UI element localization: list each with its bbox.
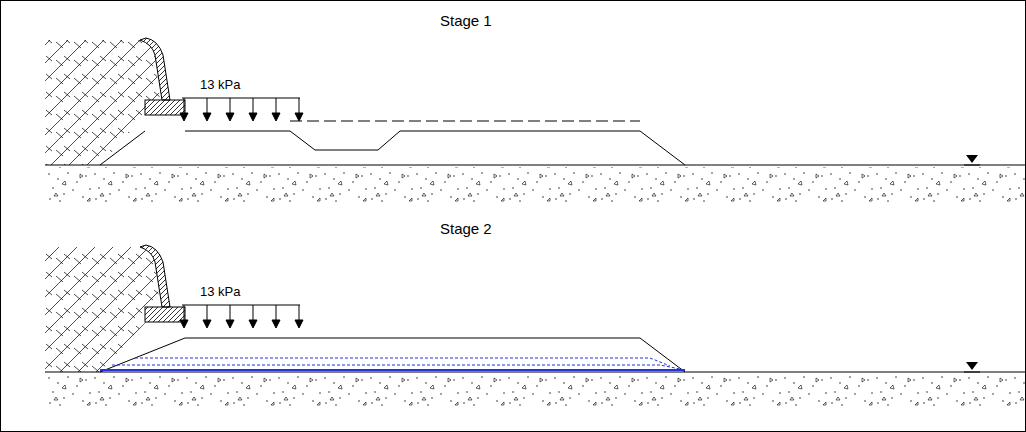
stage-one-section	[45, 38, 1025, 203]
stage-label: Stage 1	[440, 13, 492, 28]
stage-label: Stage 2	[440, 221, 492, 236]
load-label: 13 kPa	[200, 78, 240, 91]
load-label: 13 kPa	[200, 285, 240, 298]
stage-two-section	[45, 245, 1025, 410]
